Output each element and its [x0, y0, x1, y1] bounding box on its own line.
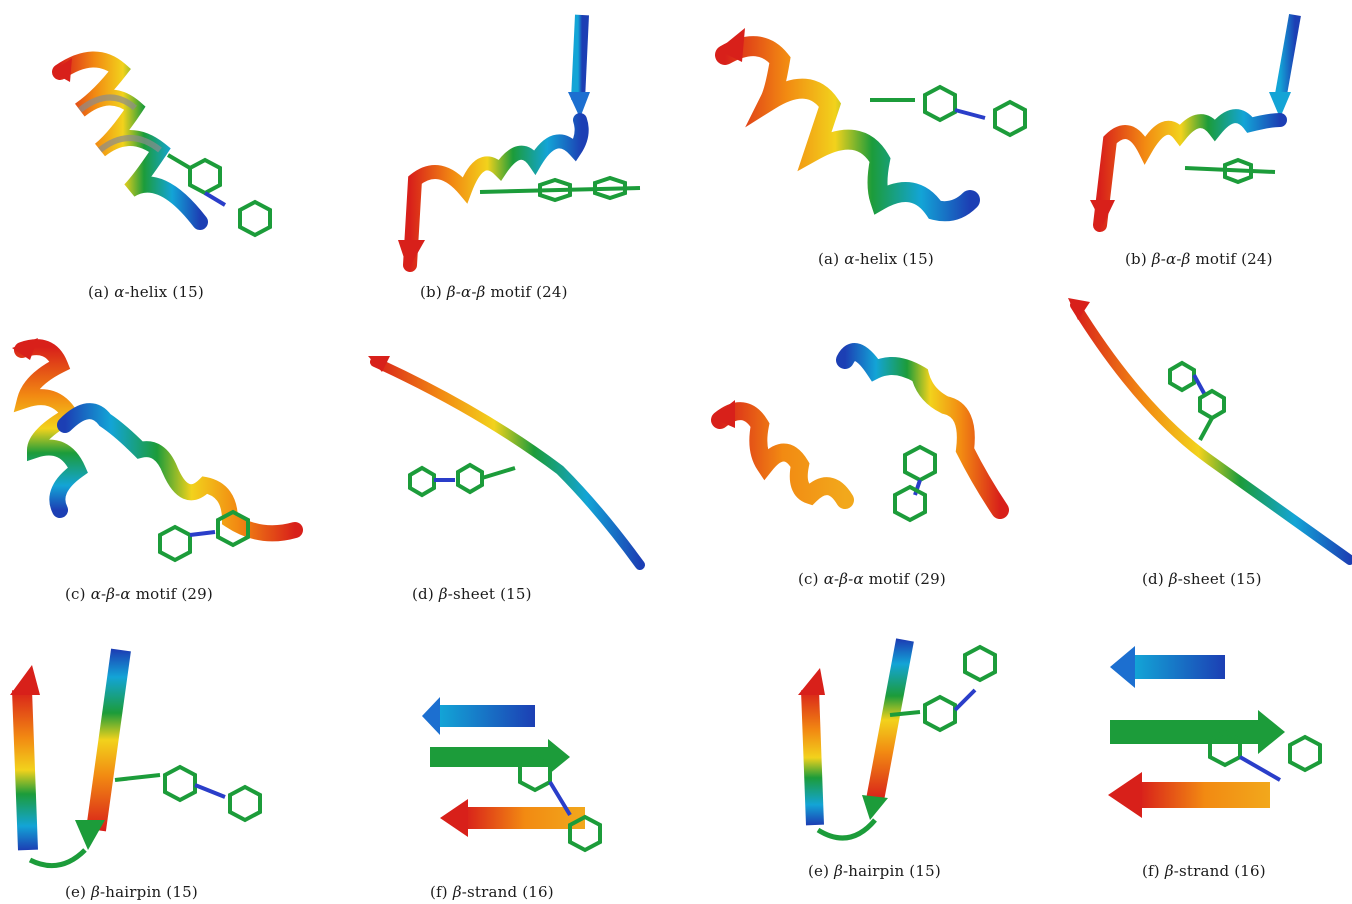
helix-ribbon-left: [720, 411, 845, 500]
left-panel-a: (a) α-helix (15): [0, 0, 330, 310]
strand-top: [1280, 15, 1295, 100]
hairpin-loop: [818, 820, 875, 838]
left-caption-d: (d) β-sheet (15): [412, 585, 532, 603]
hairpin-arrow-right: [862, 795, 888, 820]
sheet-ribbon: [1075, 305, 1350, 560]
left-panel-b: (b) β-α-β motif (24): [370, 0, 670, 310]
strand-top-arrow: [1110, 646, 1135, 688]
ligand-molecule: [115, 767, 260, 820]
ligand-molecule: [870, 87, 1025, 135]
right-caption-d: (d) β-sheet (15): [1142, 570, 1262, 588]
right-panel-e-structure: [780, 620, 1040, 850]
hairpin-strand-right: [875, 640, 905, 800]
left-panel-c: (c) α-β-α motif (29): [0, 320, 330, 620]
right-panel-b: (b) β-α-β motif (24): [1075, 0, 1352, 285]
right-caption-c: (c) α-β-α motif (29): [798, 570, 946, 588]
right-panel-d: (d) β-sheet (15): [1060, 290, 1352, 600]
strand-bottom: [1140, 782, 1270, 808]
hairpin-strand-left: [22, 690, 28, 850]
strand-bottom-arrow: [1108, 772, 1142, 818]
right-caption-e: (e) β-hairpin (15): [808, 862, 941, 880]
right-panel-a-structure: [700, 0, 1060, 250]
left-caption-a: (a) α-helix (15): [88, 283, 204, 301]
strand-bottom-arrow: [440, 799, 468, 837]
right-panel-a: (a) α-helix (15): [700, 0, 1060, 285]
ligand-molecule: [520, 757, 600, 850]
left-panel-f: (f) β-strand (16): [400, 635, 660, 904]
right-caption-a: (a) α-helix (15): [818, 250, 934, 268]
hairpin-strand-right: [96, 650, 121, 830]
left-caption-e: (e) β-hairpin (15): [65, 883, 198, 901]
right-panel-c-structure: [700, 300, 1020, 570]
left-panel-c-structure: [0, 320, 330, 590]
helix-ribbon-right: [845, 352, 1000, 510]
hairpin-arrow-right: [75, 820, 105, 850]
strand-top: [440, 705, 535, 727]
right-panel-c: (c) α-β-α motif (29): [700, 300, 1020, 600]
right-panel-b-structure: [1075, 0, 1352, 250]
left-panel-b-structure: [370, 0, 670, 280]
right-caption-b: (b) β-α-β motif (24): [1125, 250, 1273, 268]
right-panel-f-structure: [1080, 620, 1352, 850]
ligand-molecule: [410, 465, 515, 495]
strand-top-arrow: [422, 697, 440, 735]
ligand-molecule: [480, 178, 640, 200]
right-caption-f: (f) β-strand (16): [1142, 862, 1266, 880]
left-panel-f-structure: [400, 635, 660, 875]
hairpin-arrow-left: [798, 668, 825, 695]
left-caption-b: (b) β-α-β motif (24): [420, 283, 568, 301]
right-panel-f: (f) β-strand (16): [1080, 620, 1352, 904]
hairpin-strand-left: [810, 690, 815, 825]
left-panel-e: (e) β-hairpin (15): [0, 635, 330, 904]
left-caption-c: (c) α-β-α motif (29): [65, 585, 213, 603]
helix-ribbon-right: [65, 411, 295, 533]
right-panel-e: (e) β-hairpin (15): [780, 620, 1040, 904]
sheet-ribbon: [375, 362, 640, 565]
right-panel-d-structure: [1060, 290, 1352, 570]
left-panel-d: (d) β-sheet (15): [360, 320, 660, 620]
ligand-molecule: [1185, 160, 1275, 182]
left-panel-d-structure: [360, 320, 660, 590]
ligand-molecule: [895, 447, 935, 520]
left-panel-a-structure: [0, 0, 330, 280]
left-panel-e-structure: [0, 635, 330, 875]
strand-top: [1135, 655, 1225, 679]
left-caption-f: (f) β-strand (16): [430, 883, 554, 901]
hairpin-arrow-left: [10, 665, 40, 695]
strand-middle-arrow: [1258, 710, 1285, 754]
strand-top: [578, 15, 582, 100]
hairpin-loop: [30, 850, 85, 866]
helix-ribbon: [725, 46, 970, 211]
